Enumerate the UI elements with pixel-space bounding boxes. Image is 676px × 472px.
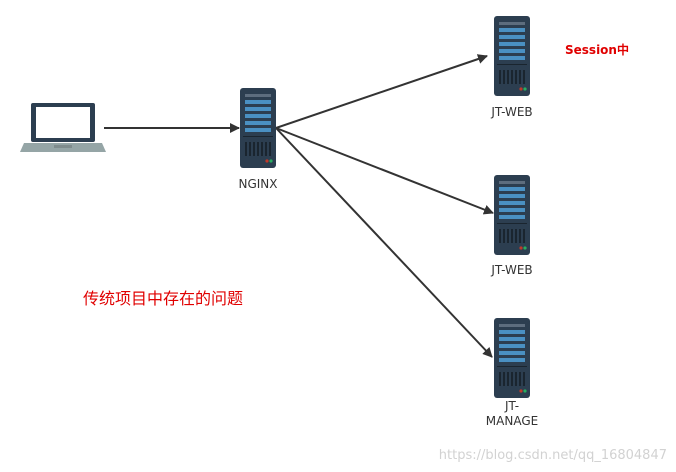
nginx-label: NGINX bbox=[238, 177, 277, 191]
arrow-nginx-web2 bbox=[275, 127, 494, 215]
server-icon bbox=[494, 16, 530, 96]
server-icon bbox=[494, 318, 530, 398]
laptop-icon bbox=[20, 103, 106, 152]
jt-manage-label-line1: JT- bbox=[504, 399, 519, 413]
diagram-caption: 传统项目中存在的问题 bbox=[83, 289, 243, 308]
watermark: https://blog.csdn.net/qq_16804847 bbox=[439, 448, 667, 463]
jt-manage-label-line2: MANAGE bbox=[486, 414, 538, 428]
server-icon bbox=[240, 88, 276, 168]
arrow-nginx-web1 bbox=[275, 54, 488, 129]
server-icon bbox=[494, 175, 530, 255]
session-note: Session中 bbox=[565, 42, 629, 57]
jt-web-1-label: JT-WEB bbox=[490, 105, 532, 119]
arrow-nginx-manage bbox=[275, 127, 493, 358]
jt-web-2-label: JT-WEB bbox=[490, 263, 532, 277]
